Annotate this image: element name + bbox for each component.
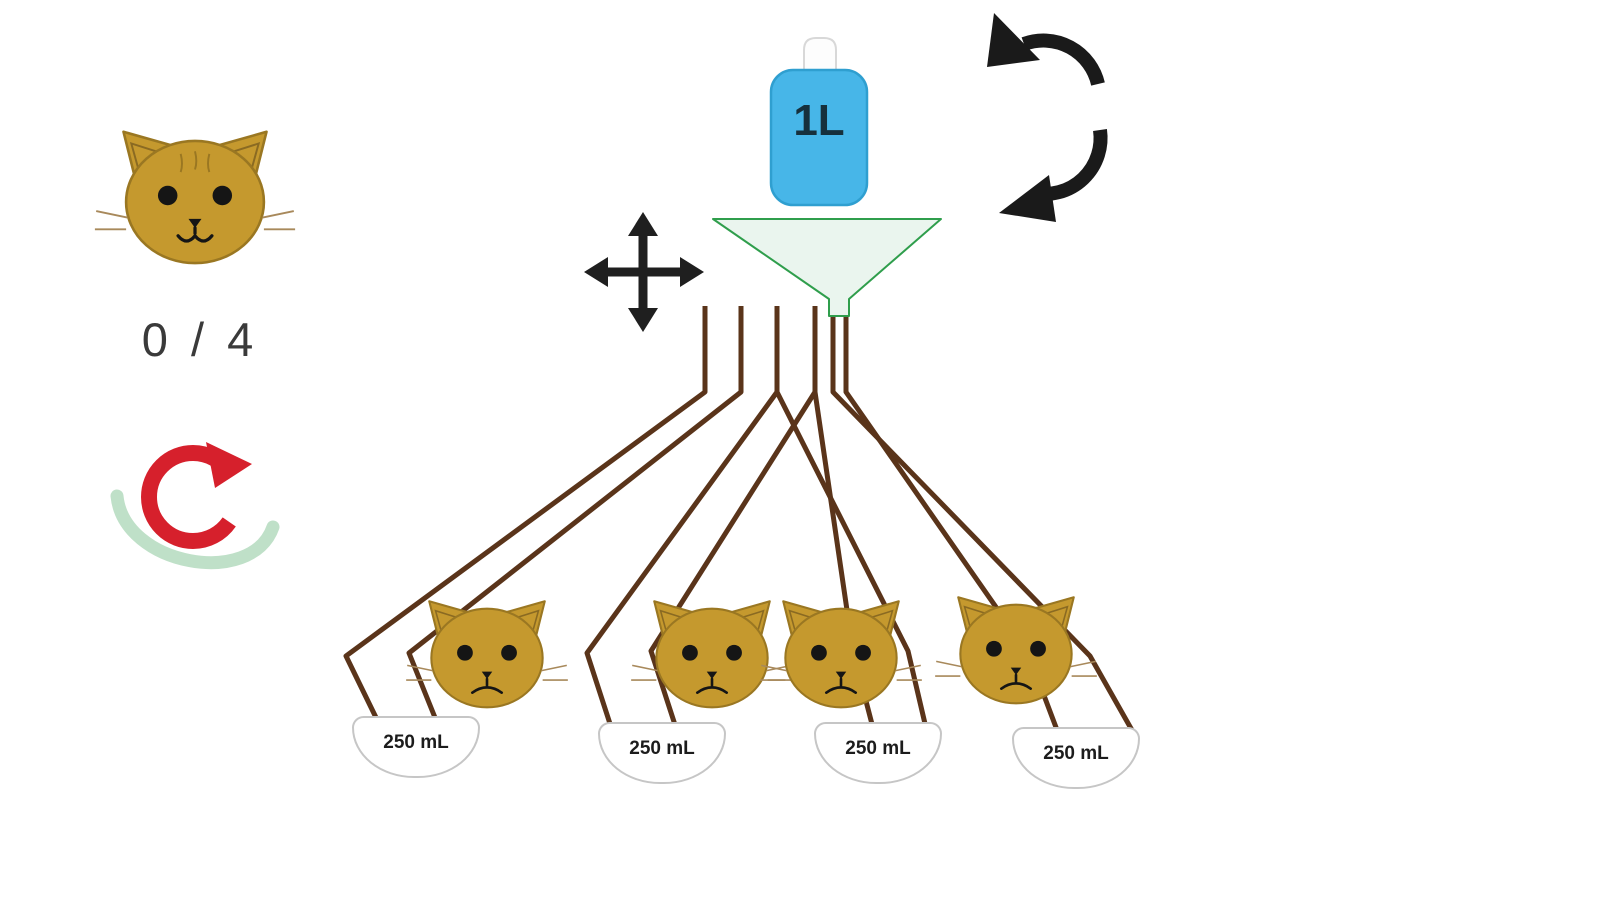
reset-button[interactable] (110, 442, 280, 570)
bowl-volume-label: 250 mL (845, 738, 911, 759)
reset-arrow-icon (141, 445, 245, 549)
reset-arrowhead (206, 442, 252, 488)
water-bottle[interactable] (769, 37, 869, 207)
bowl-volume-label: 250 mL (1043, 743, 1109, 764)
cat-face (629, 599, 795, 709)
tube (406, 306, 744, 731)
bowl[interactable]: 250 mL (1012, 727, 1140, 789)
funnel[interactable] (712, 218, 942, 317)
move-arrows-icon[interactable] (584, 212, 704, 332)
tube (830, 314, 1136, 734)
cat-face (404, 599, 570, 709)
cat-face (933, 595, 1099, 705)
score-counter: 0 / 4 (141, 313, 259, 366)
tube (343, 306, 708, 736)
cat-face (758, 599, 924, 709)
tube (774, 306, 929, 729)
cat-icon (93, 130, 297, 265)
bowl-volume-label: 250 mL (383, 732, 449, 753)
crescent-shadow (110, 489, 280, 570)
bottle-cap (803, 37, 837, 75)
tube-bundle (343, 306, 1136, 736)
rotate-arrows-icon[interactable] (987, 13, 1108, 222)
bowl-volume-label: 250 mL (629, 738, 695, 759)
